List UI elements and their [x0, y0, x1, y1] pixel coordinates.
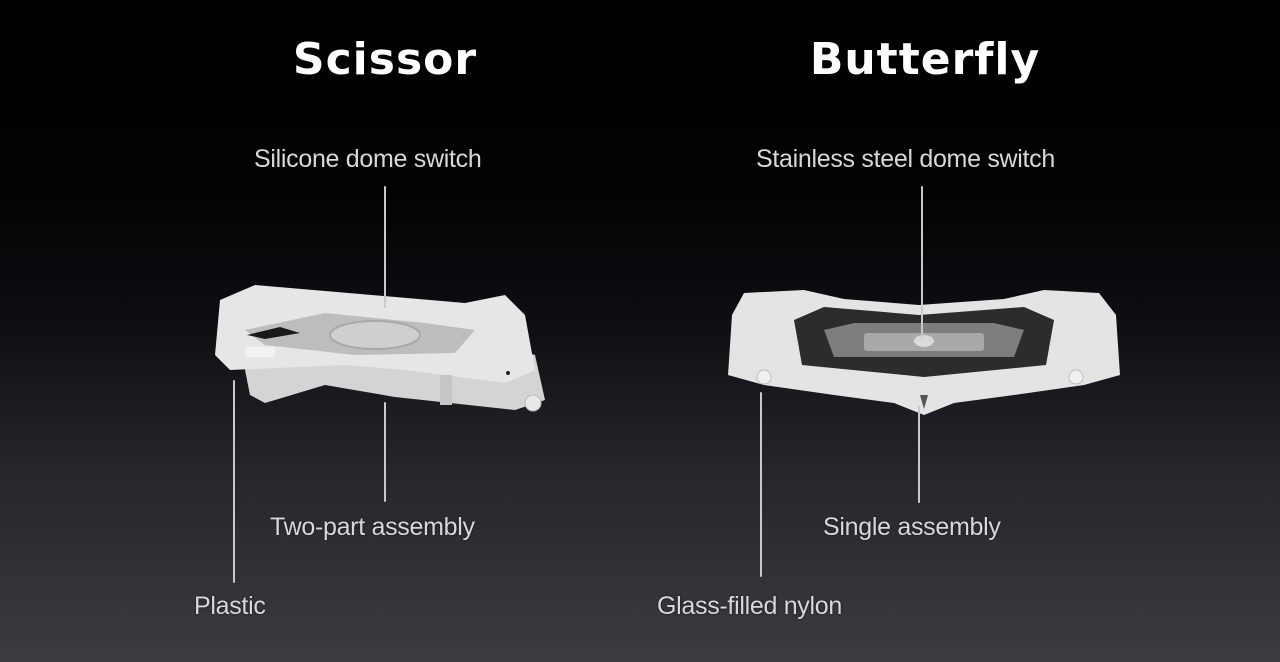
stainless-steel-dome-switch-label: Stainless steel dome switch: [756, 145, 1055, 173]
two-part-assembly-leader-line: [384, 402, 386, 502]
silicone-dome-leader-line: [384, 186, 386, 308]
silicone-dome-switch-label: Silicone dome switch: [254, 145, 482, 173]
two-part-assembly-label: Two-part assembly: [270, 513, 475, 541]
single-assembly-leader-line: [918, 405, 920, 503]
glass-filled-nylon-label: Glass-filled nylon: [657, 592, 842, 620]
butterfly-mechanism-illustration: [728, 290, 1120, 415]
single-assembly-label: Single assembly: [823, 513, 1001, 541]
scissor-title: Scissor: [292, 34, 478, 85]
glass-filled-nylon-leader-line: [760, 392, 762, 577]
stainless-steel-dome-leader-line: [921, 186, 923, 338]
scissor-mechanism-illustration: [215, 285, 545, 412]
butterfly-title: Butterfly: [809, 34, 1041, 85]
plastic-label: Plastic: [194, 592, 266, 620]
plastic-leader-line: [233, 380, 235, 583]
